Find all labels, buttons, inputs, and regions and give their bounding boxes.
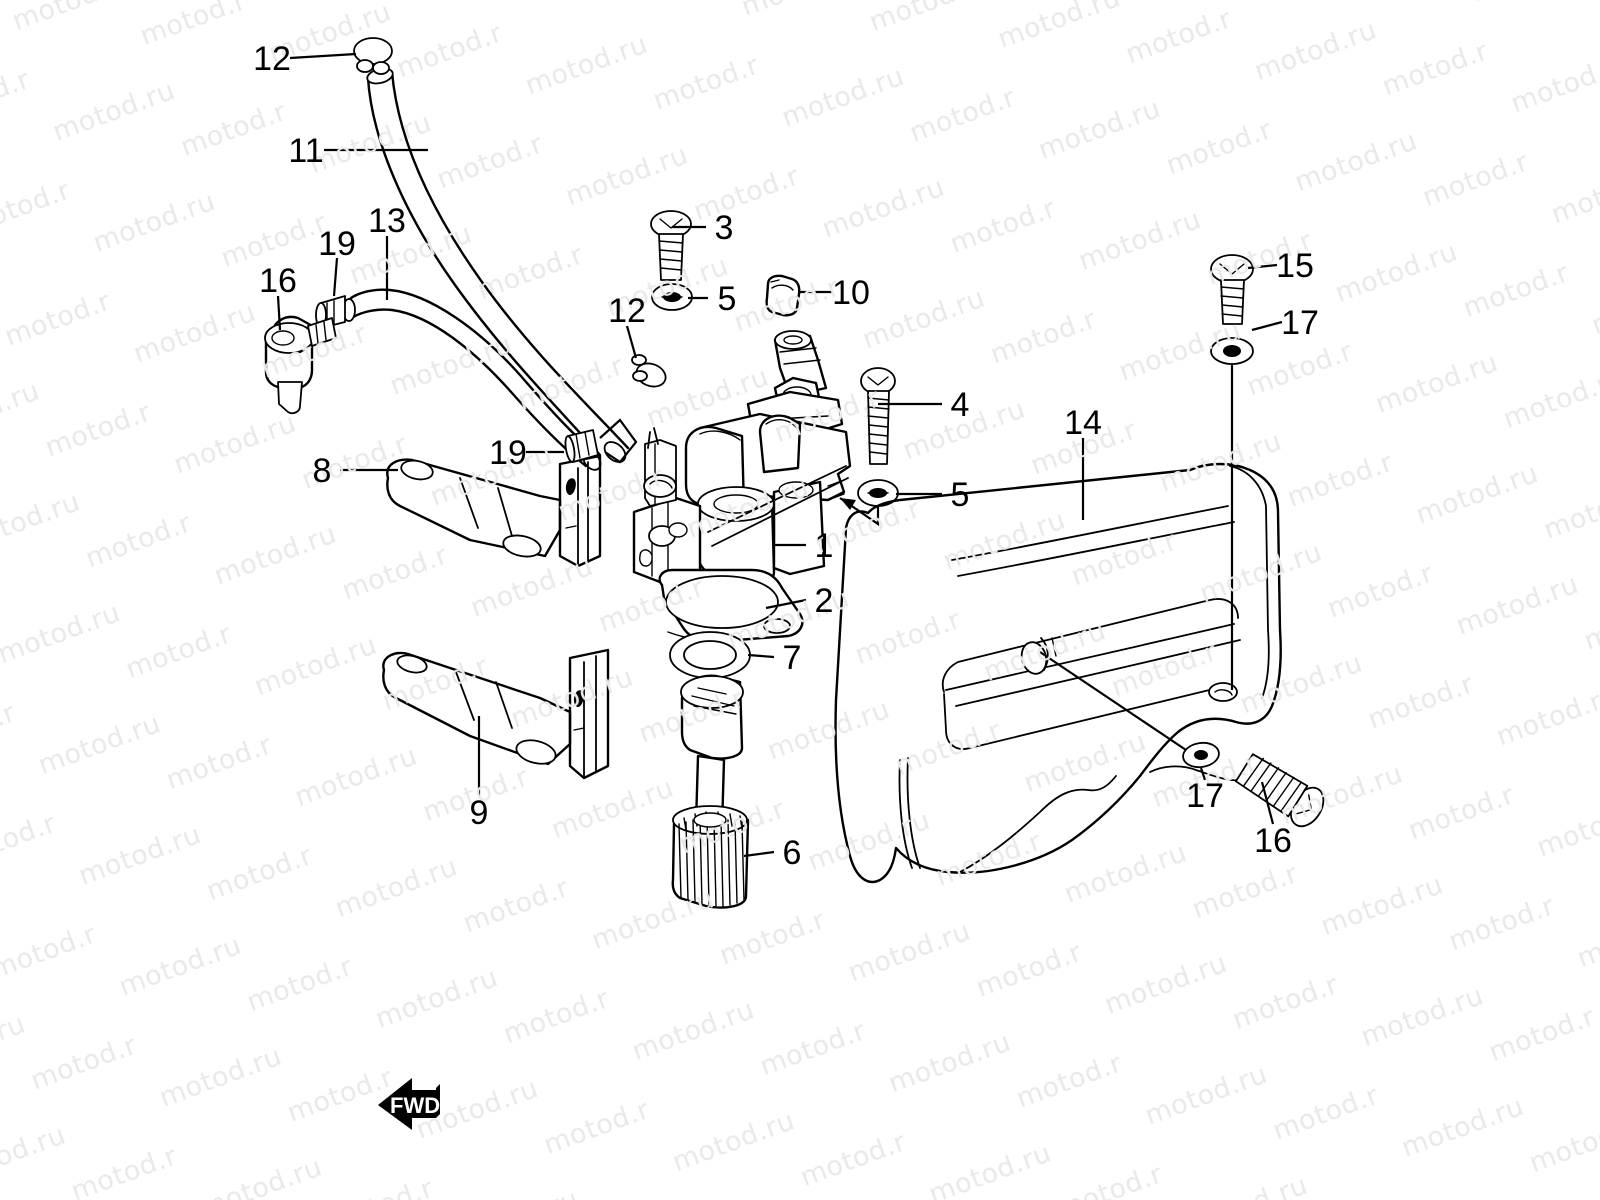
- callout-5a: 5: [718, 280, 737, 318]
- callout-17a: 17: [1281, 304, 1319, 342]
- callout-9: 9: [470, 794, 489, 832]
- callout-15: 15: [1276, 247, 1314, 285]
- callout-12a: 12: [253, 40, 291, 78]
- callout-12b: 12: [608, 292, 646, 330]
- callout-19a: 19: [318, 225, 356, 263]
- callout-2: 2: [815, 582, 834, 620]
- callout-19b: 19: [489, 434, 527, 472]
- callout-14: 14: [1064, 404, 1102, 442]
- callout-8: 8: [313, 452, 332, 490]
- callout-6: 6: [783, 834, 802, 872]
- callout-13: 13: [368, 202, 406, 240]
- callout-5b: 5: [951, 476, 970, 514]
- callout-1: 1: [815, 527, 834, 565]
- callout-3: 3: [715, 209, 734, 247]
- callout-7: 7: [783, 639, 802, 677]
- callout-10: 10: [832, 274, 870, 312]
- callout-4: 4: [951, 386, 970, 424]
- callout-17b: 17: [1186, 777, 1224, 815]
- callout-16b: 16: [1254, 822, 1292, 860]
- callout-11: 11: [288, 132, 323, 170]
- callout-16a: 16: [259, 262, 297, 300]
